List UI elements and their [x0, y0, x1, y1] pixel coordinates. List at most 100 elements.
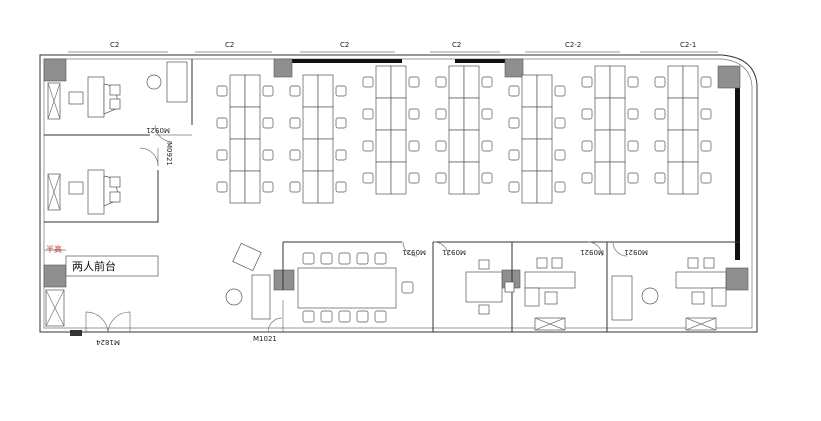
- door-label: M0921: [442, 248, 466, 256]
- workstation-desk: [521, 106, 538, 140]
- workstation-chair: [335, 181, 347, 193]
- window-label: C2: [110, 41, 119, 49]
- guest-chair: [109, 98, 121, 110]
- workstation-chair: [654, 140, 666, 152]
- workstation-chair: [335, 117, 347, 129]
- sofa: [611, 275, 633, 321]
- workstation-desk: [536, 74, 553, 108]
- workstation-chair: [627, 172, 639, 184]
- workstation-desk: [302, 170, 319, 204]
- small-room-a: M0921: [433, 241, 515, 332]
- workstation-chair: [627, 108, 639, 120]
- workstation-desk: [448, 129, 465, 163]
- door-label: M1021: [253, 335, 277, 343]
- workstation-chair: [627, 76, 639, 88]
- guest-chair: [109, 176, 121, 188]
- open-workstations: [216, 65, 712, 204]
- window-bands: [292, 59, 740, 260]
- reception-area: 两人前台 半高 M1824: [44, 242, 271, 346]
- workstation-desk: [609, 65, 626, 99]
- workstation-desk: [521, 170, 538, 204]
- workstation-chair: [216, 85, 228, 97]
- workstation-chair: [481, 172, 493, 184]
- office-chair: [68, 181, 84, 195]
- workstation-chair: [654, 108, 666, 120]
- workstation-desk: [244, 138, 261, 172]
- workstation-desk: [244, 170, 261, 204]
- workstation-desk: [667, 161, 684, 195]
- workstation-chair: [508, 181, 520, 193]
- workstation-chair: [289, 149, 301, 161]
- workstation-chair: [508, 149, 520, 161]
- chair: [478, 259, 490, 270]
- workstation-chair: [262, 85, 274, 97]
- guest-chair: [703, 257, 715, 269]
- workstation-chair: [654, 76, 666, 88]
- outer-walls: [39, 54, 758, 333]
- workstation-desk: [667, 129, 684, 163]
- workstation-desk: [375, 65, 392, 99]
- workstation-chair: [262, 181, 274, 193]
- workstation-chair: [554, 181, 566, 193]
- workstation-desk: [229, 170, 246, 204]
- workstation-desk: [609, 129, 626, 163]
- workstation-desk: [302, 106, 319, 140]
- workstation-chair: [581, 108, 593, 120]
- workstation-desk: [317, 74, 334, 108]
- meeting-room: M0921 M1021: [253, 241, 434, 343]
- sofa: [166, 61, 188, 103]
- workstation-desk: [317, 138, 334, 172]
- side-table: [146, 74, 162, 90]
- workstation-desk: [536, 170, 553, 204]
- workstation-chair: [700, 76, 712, 88]
- workstation-chair: [581, 76, 593, 88]
- workstation-desk: [448, 65, 465, 99]
- workstation-desk: [229, 106, 246, 140]
- workstation-chair: [408, 76, 420, 88]
- workstation-desk: [463, 129, 480, 163]
- workstation-desk: [536, 106, 553, 140]
- column: [273, 269, 295, 291]
- meeting-chair: [356, 252, 369, 265]
- chair: [478, 304, 490, 315]
- small-room-b: M0921: [512, 241, 608, 332]
- room-table: [465, 271, 503, 303]
- column: [43, 264, 67, 288]
- workstation-chair: [581, 172, 593, 184]
- workstation-desk: [682, 97, 699, 131]
- workstation-chair: [289, 117, 301, 129]
- workstation-chair: [554, 85, 566, 97]
- workstation-chair: [435, 76, 447, 88]
- workstation-chair: [581, 140, 593, 152]
- workstation-desk: [609, 161, 626, 195]
- workstation-desk: [244, 74, 261, 108]
- window-label: C2-1: [680, 41, 696, 49]
- workstation-desk: [594, 97, 611, 131]
- workstation-chair: [654, 172, 666, 184]
- structural-columns: [43, 58, 749, 291]
- workstation-desk: [317, 106, 334, 140]
- workstation-desk: [302, 74, 319, 108]
- workstation-chair: [262, 149, 274, 161]
- workstation-chair: [700, 108, 712, 120]
- guest-chair: [687, 257, 699, 269]
- workstation-desk: [609, 97, 626, 131]
- workstation-desk: [594, 161, 611, 195]
- window-label: C2-2: [565, 41, 581, 49]
- workstation-chair: [435, 140, 447, 152]
- workstation-desk: [463, 65, 480, 99]
- workstation-chair: [362, 140, 374, 152]
- door-label: M0921: [165, 142, 173, 166]
- workstation-desk: [682, 161, 699, 195]
- workstation-chair: [408, 108, 420, 120]
- meeting-chair: [338, 252, 351, 265]
- meeting-chair: [302, 310, 315, 323]
- door-label: M0921: [146, 126, 170, 134]
- workstation-chair: [481, 108, 493, 120]
- door-label: M0921: [402, 248, 426, 256]
- door-label: M1824: [96, 338, 120, 346]
- workstation-desk: [463, 97, 480, 131]
- workstation-chair: [700, 140, 712, 152]
- reception-desk-label: 两人前台: [72, 259, 116, 273]
